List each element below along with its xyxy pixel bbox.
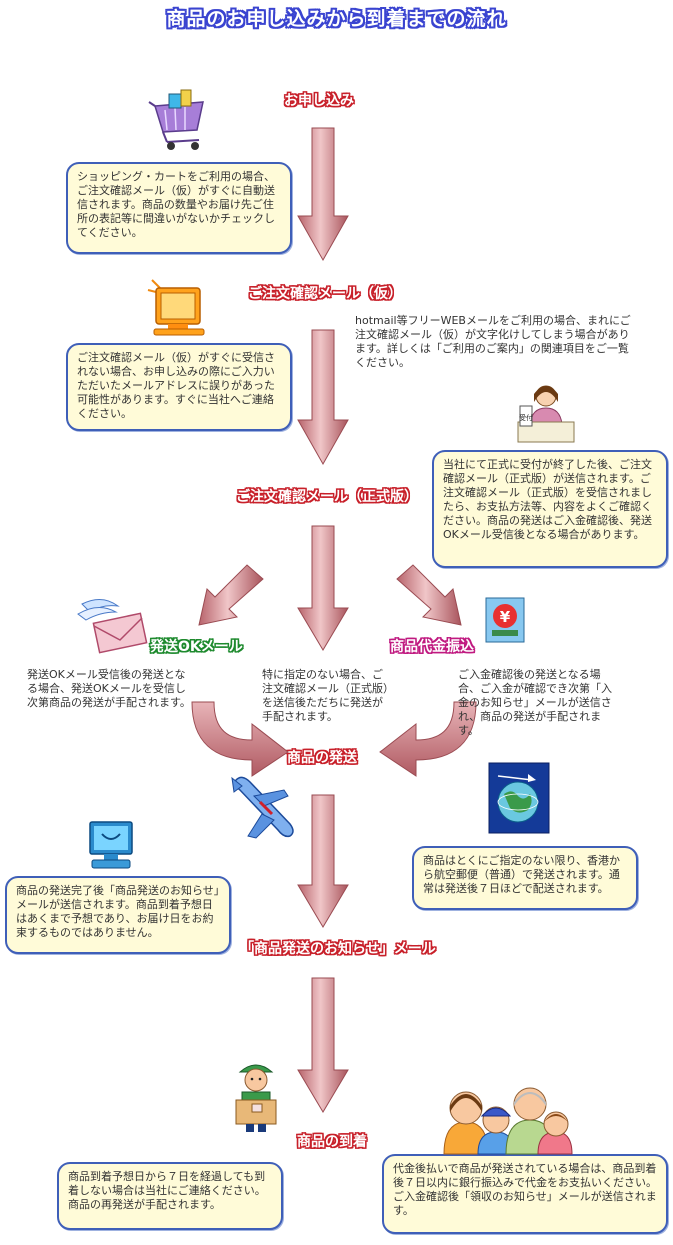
- arrow-down-2: [297, 329, 349, 466]
- step-formal-mail: ご注文確認メール（正式版）: [236, 489, 418, 505]
- page-title: 商品のお申し込みから到着までの流れ: [166, 8, 507, 30]
- delivery-person-icon: [235, 1064, 277, 1132]
- reception-sign-text: 受付: [519, 413, 533, 422]
- step-ship: 商品の発送: [287, 750, 357, 766]
- arrow-curve-right: [379, 701, 477, 777]
- hotmail-note: hotmail等フリーWEBメールをご利用の場合、まれにご注文確認メール（仮）が…: [355, 314, 631, 369]
- step-ok-mail: 発送OKメール: [150, 639, 243, 655]
- step-apply: お申し込み: [284, 93, 354, 109]
- crt-monitor-icon: [147, 279, 205, 336]
- default-ship-note: 特に指定のない場合、ご注文確認メール（正式版）を送信後ただちに発送が手配されます…: [262, 668, 389, 723]
- step-arrive: 商品の到着: [297, 1134, 367, 1150]
- yen-note-icon: ¥: [485, 597, 525, 643]
- arrow-curve-left: [191, 701, 289, 777]
- winged-envelope-icon: [77, 599, 148, 654]
- globe-airmail-icon: [488, 762, 550, 834]
- cart-info-box: ショッピング・カートをご利用の場合、ご注文確認メール（仮）がすぐに自動送信されま…: [66, 162, 292, 254]
- late-arrival-box: 商品到着予想日から７日を経過しても到着しない場合は当社にご連絡ください。商品の再…: [57, 1162, 283, 1230]
- arrow-down-3: [297, 525, 349, 651]
- airplane-icon: [231, 776, 294, 839]
- step-temp-mail: ご注文確認メール（仮）: [248, 286, 402, 302]
- arrow-down-1: [297, 127, 349, 262]
- step-notice-mail: 「商品発送のお知らせ」メール: [240, 941, 436, 957]
- yen-symbol-text: ¥: [500, 608, 511, 626]
- computer-icon: [89, 821, 133, 869]
- shopping-cart-icon: [148, 89, 204, 150]
- cod-payment-box: 代金後払いで商品が発送されている場合は、商品到着後７日以内に銀行振込みで代金をお…: [382, 1154, 668, 1234]
- step-cod: 商品代金振込: [390, 639, 474, 655]
- cod-note: ご入金確認後の発送となる場合、ご入金が確認でき次第「入金のお知らせ」メールが送信…: [458, 668, 612, 737]
- reception-desk-icon: 受付: [517, 385, 575, 443]
- no-mail-info-box: ご注文確認メール（仮）がすぐに受信されない場合、お申し込みの際にご入力いただいた…: [66, 343, 292, 431]
- formal-mail-info-box: 当社にて正式に受付が終了した後、ご注文確認メール（正式版）が送信されます。ご注文…: [432, 450, 668, 568]
- arrow-diag-right: [396, 564, 462, 626]
- arrow-diag-left: [198, 564, 264, 626]
- arrow-down-5: [297, 977, 349, 1113]
- shipped-info-box: 商品の発送完了後「商品発送のお知らせ」メールが送信されます。商品到着予想日はあく…: [5, 876, 231, 954]
- airmail-info-box: 商品はとくにご指定のない限り、香港から航空郵便（普通）で発送されます。通常は発送…: [412, 846, 638, 910]
- ok-mail-note: 発送OKメール受信後の発送となる場合、発送OKメールを受信し次第商品の発送が手配…: [27, 668, 191, 709]
- family-icon: [443, 1087, 573, 1155]
- arrow-down-4: [297, 794, 349, 928]
